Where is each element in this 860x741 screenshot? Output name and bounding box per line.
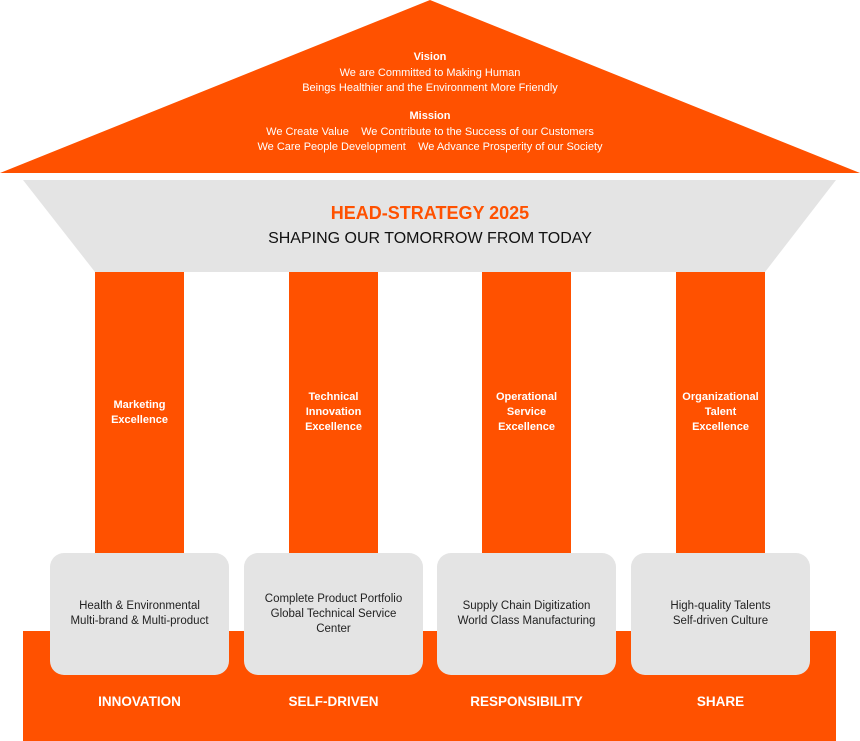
pillar: Operational Service Excellence [482, 272, 571, 553]
pillar-base-box: Supply Chain Digitization World Class Ma… [437, 553, 616, 675]
pillar-label: Marketing Excellence [111, 398, 168, 426]
mission-line-1: We Create Value We Contribute to the Suc… [266, 126, 594, 138]
banner-subtitle: SHAPING OUR TOMORROW FROM TODAY [268, 230, 592, 247]
core-value-label: SELF-DRIVEN [288, 694, 379, 709]
core-value-label: RESPONSIBILITY [470, 694, 583, 709]
vision-line-2: Beings Healthier and the Environment Mor… [302, 82, 558, 94]
pillar-base-box: Complete Product Portfolio Global Techni… [244, 553, 423, 675]
core-value-label: SHARE [696, 694, 745, 709]
banner-trapezoid [23, 180, 836, 272]
pillar-label: Operational Service Excellence [495, 391, 558, 433]
vision-line-1: We are Committed to Making Human [339, 67, 521, 79]
pillar-base-box: High-quality Talents Self-driven Culture [631, 553, 810, 675]
mission-title: Mission [409, 110, 451, 122]
banner-title: HEAD-STRATEGY 2025 [330, 203, 530, 223]
pillar: Technical Innovation Excellence [289, 272, 378, 553]
pillar-label: Organizational Talent Excellence [682, 391, 759, 433]
pillar-label: Technical Innovation Excellence [305, 391, 362, 433]
mission-line-2: We Care People Development We Advance Pr… [257, 141, 603, 153]
pillar-base-box: Health & Environmental Multi-brand & Mul… [50, 553, 229, 675]
pillar: Marketing Excellence [95, 272, 184, 553]
roof [0, 0, 860, 173]
vision-title: Vision [413, 51, 447, 63]
pillar: Organizational Talent Excellence [676, 272, 765, 553]
core-value-label: INNOVATION [98, 694, 181, 709]
